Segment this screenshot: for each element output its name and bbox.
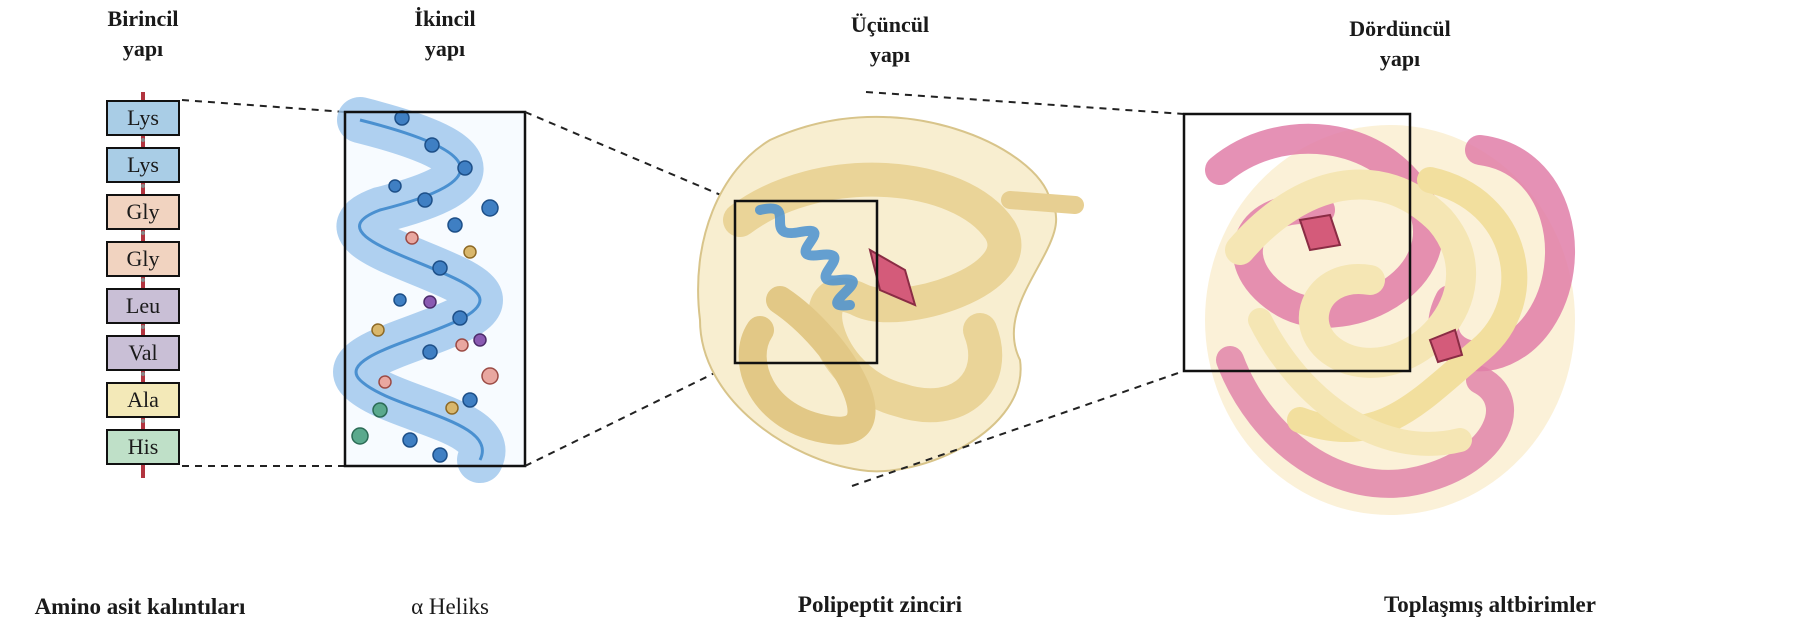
residue-box: Leu <box>106 288 180 324</box>
heading-primary: Birincil yapı <box>43 4 243 64</box>
caption-tertiary: Polipeptit zinciri <box>730 592 1030 618</box>
zoom-line <box>525 363 735 466</box>
quaternary-image <box>1184 114 1575 515</box>
residue-box: His <box>106 429 180 465</box>
heading-secondary-line1: İkincil <box>345 4 545 34</box>
tertiary-fold-image <box>698 117 1075 471</box>
caption-secondary: α Heliks <box>300 594 600 620</box>
residue-box: Lys <box>106 147 180 183</box>
caption-primary: Amino asit kalıntıları <box>0 594 290 620</box>
heading-tertiary-line1: Üçüncül <box>790 10 990 40</box>
heading-quaternary-line2: yapı <box>1300 44 1500 74</box>
residue-box: Val <box>106 335 180 371</box>
heading-secondary: İkincil yapı <box>345 4 545 64</box>
alpha-helix-image <box>345 111 525 466</box>
caption-quaternary: Toplaşmış altbirimler <box>1340 592 1640 618</box>
residue-box: Ala <box>106 382 180 418</box>
heading-quaternary: Dördüncül yapı <box>1300 14 1500 74</box>
residue-box: Lys <box>106 100 180 136</box>
heading-tertiary-line2: yapı <box>790 40 990 70</box>
zoom-line <box>866 92 1184 114</box>
heading-tertiary: Üçüncül yapı <box>790 10 990 70</box>
zoom-line <box>525 112 735 201</box>
heading-primary-line2: yapı <box>43 34 243 64</box>
residue-box: Gly <box>106 241 180 277</box>
heading-secondary-line2: yapı <box>345 34 545 64</box>
heading-quaternary-line1: Dördüncül <box>1300 14 1500 44</box>
zoom-line <box>182 100 345 112</box>
heading-primary-line1: Birincil <box>43 4 243 34</box>
residue-box: Gly <box>106 194 180 230</box>
